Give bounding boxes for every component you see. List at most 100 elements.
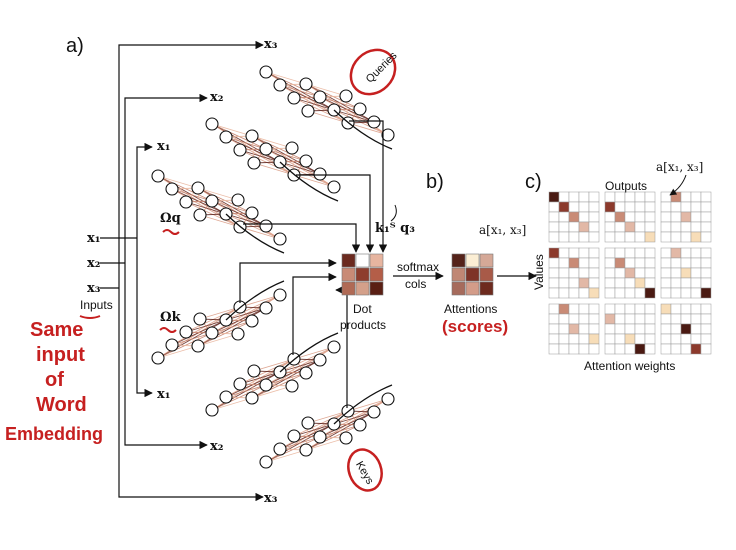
weight-cell [634,343,646,355]
weight-cell [690,201,702,213]
weight-cell [624,343,636,355]
weight-cell [578,333,590,345]
weight-cell [690,303,702,315]
weight-cell [660,257,672,269]
weight-cell [660,231,672,243]
inputs-underline [79,315,101,319]
network-node [191,181,205,195]
weight-cell [568,277,580,289]
weight-cell [690,277,702,289]
weight-cell [634,201,646,213]
network-node [381,392,395,406]
network-node [205,326,219,340]
network-node [259,455,273,469]
panel-c-grids [548,191,712,355]
weight-cell [588,231,600,243]
weight-cell [670,287,682,299]
weight-cell [558,211,570,223]
weight-cell [624,201,636,213]
weight-cell [660,287,672,299]
weight-cell [578,201,590,213]
dot-matrix-cell [341,281,356,296]
weight-cell [660,323,672,335]
weight-cell [558,231,570,243]
weight-cell [660,343,672,355]
weight-cell [634,191,646,203]
weight-cell [604,287,616,299]
weight-cell [624,211,636,223]
key-network-3 [259,384,395,469]
softmax-cols-label: cols [405,277,426,291]
weight-cell [614,303,626,315]
dot-matrix-cell [355,281,370,296]
network-node [245,314,259,328]
network-node [259,219,273,233]
network-node [245,206,259,220]
network-node [299,366,313,380]
query-network-1 [151,169,287,254]
network-node [301,416,315,430]
omega-k-label: Ωk [160,310,182,325]
weight-cell [568,221,580,233]
dot-matrix-cell [341,253,356,268]
weight-cell [644,231,656,243]
weight-cell [670,333,682,345]
weight-cell [680,277,692,289]
weight-cell [644,247,656,259]
network-brace [279,332,339,373]
weight-cell [634,267,646,279]
network-node [353,418,367,432]
attention-matrix [451,253,494,296]
weight-cell [690,257,702,269]
network-brace [225,213,285,254]
note-line-1: Same [30,319,83,341]
weight-cell [604,277,616,289]
dot-caption-1: Dot [353,302,372,316]
weight-cell [624,333,636,345]
weight-cell [548,303,560,315]
weight-cell [578,247,590,259]
weight-cell [634,277,646,289]
weight-cell [634,247,646,259]
weight-cell [670,277,682,289]
weight-cell [604,303,616,315]
network-node [339,431,353,445]
weight-cell [568,333,580,345]
weight-cell [614,323,626,335]
omega-q-underline [162,229,180,235]
weight-cell [588,287,600,299]
weight-cell [604,221,616,233]
input-x1-label: x₁ [87,231,100,246]
weight-cell [634,333,646,345]
network-node [165,338,179,352]
query-x3-label: x₃ [264,37,278,52]
note-line-2: input [36,344,85,366]
weight-cell [634,231,646,243]
attentions-caption: Attentions [444,302,497,316]
weight-cell [614,343,626,355]
weight-cell [700,313,712,325]
weight-cell [624,323,636,335]
weight-cell [604,231,616,243]
network-node [231,193,245,207]
weight-cell [568,313,580,325]
weight-cell [690,221,702,233]
weight-cell [670,313,682,325]
weight-cell [700,303,712,315]
weight-cell [670,247,682,259]
network-node [247,364,261,378]
attention-matrix-cell [479,281,494,296]
weight-cell [624,221,636,233]
network-node [339,89,353,103]
weight-cell [680,313,692,325]
weight-cell [578,343,590,355]
values-label: Values [532,254,546,290]
dot-matrix-cell [355,267,370,282]
network-brace [279,161,339,202]
weight-cell [588,211,600,223]
weight-cell [588,277,600,289]
weight-cell [624,313,636,325]
network-node [299,77,313,91]
network-node [193,312,207,326]
